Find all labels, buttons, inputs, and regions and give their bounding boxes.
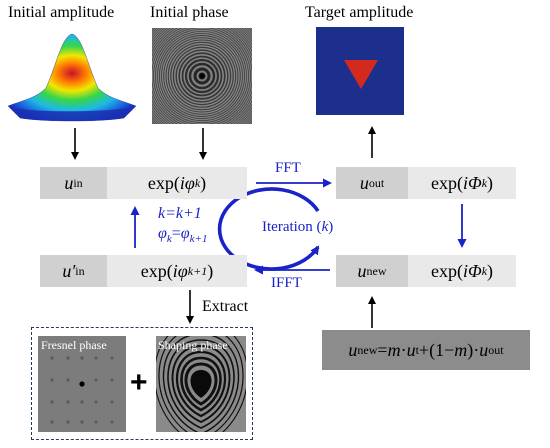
initial-phase-image bbox=[152, 28, 252, 124]
shaping-phase-label: Shaping phase bbox=[158, 338, 228, 352]
extract-label: Extract bbox=[202, 298, 249, 315]
initial-phase-label: Initial phase bbox=[150, 4, 229, 21]
target-amplitude-image bbox=[316, 27, 404, 115]
k-update-label: k=k+1 bbox=[158, 205, 202, 222]
ifft-label: IFFT bbox=[271, 275, 302, 291]
target-amplitude-label: Target amplitude bbox=[305, 4, 414, 21]
initial-amplitude-surface-image bbox=[7, 33, 137, 122]
u-in-prime-box: u′in bbox=[40, 255, 107, 287]
shaping-phase-image bbox=[156, 336, 246, 432]
fresnel-phase-label: Fresnel phase bbox=[41, 338, 107, 352]
extracted-phases-panel bbox=[31, 327, 253, 440]
phi-update-label: φk=φk+1 bbox=[158, 225, 208, 246]
iteration-loop-arrow bbox=[217, 187, 320, 271]
plus-sign: + bbox=[130, 366, 148, 399]
fft-label: FFT bbox=[275, 160, 301, 176]
initial-amplitude-label: Initial amplitude bbox=[8, 4, 115, 21]
fresnel-phase-image bbox=[38, 336, 126, 432]
iteration-label: Iteration (k) bbox=[262, 219, 334, 235]
